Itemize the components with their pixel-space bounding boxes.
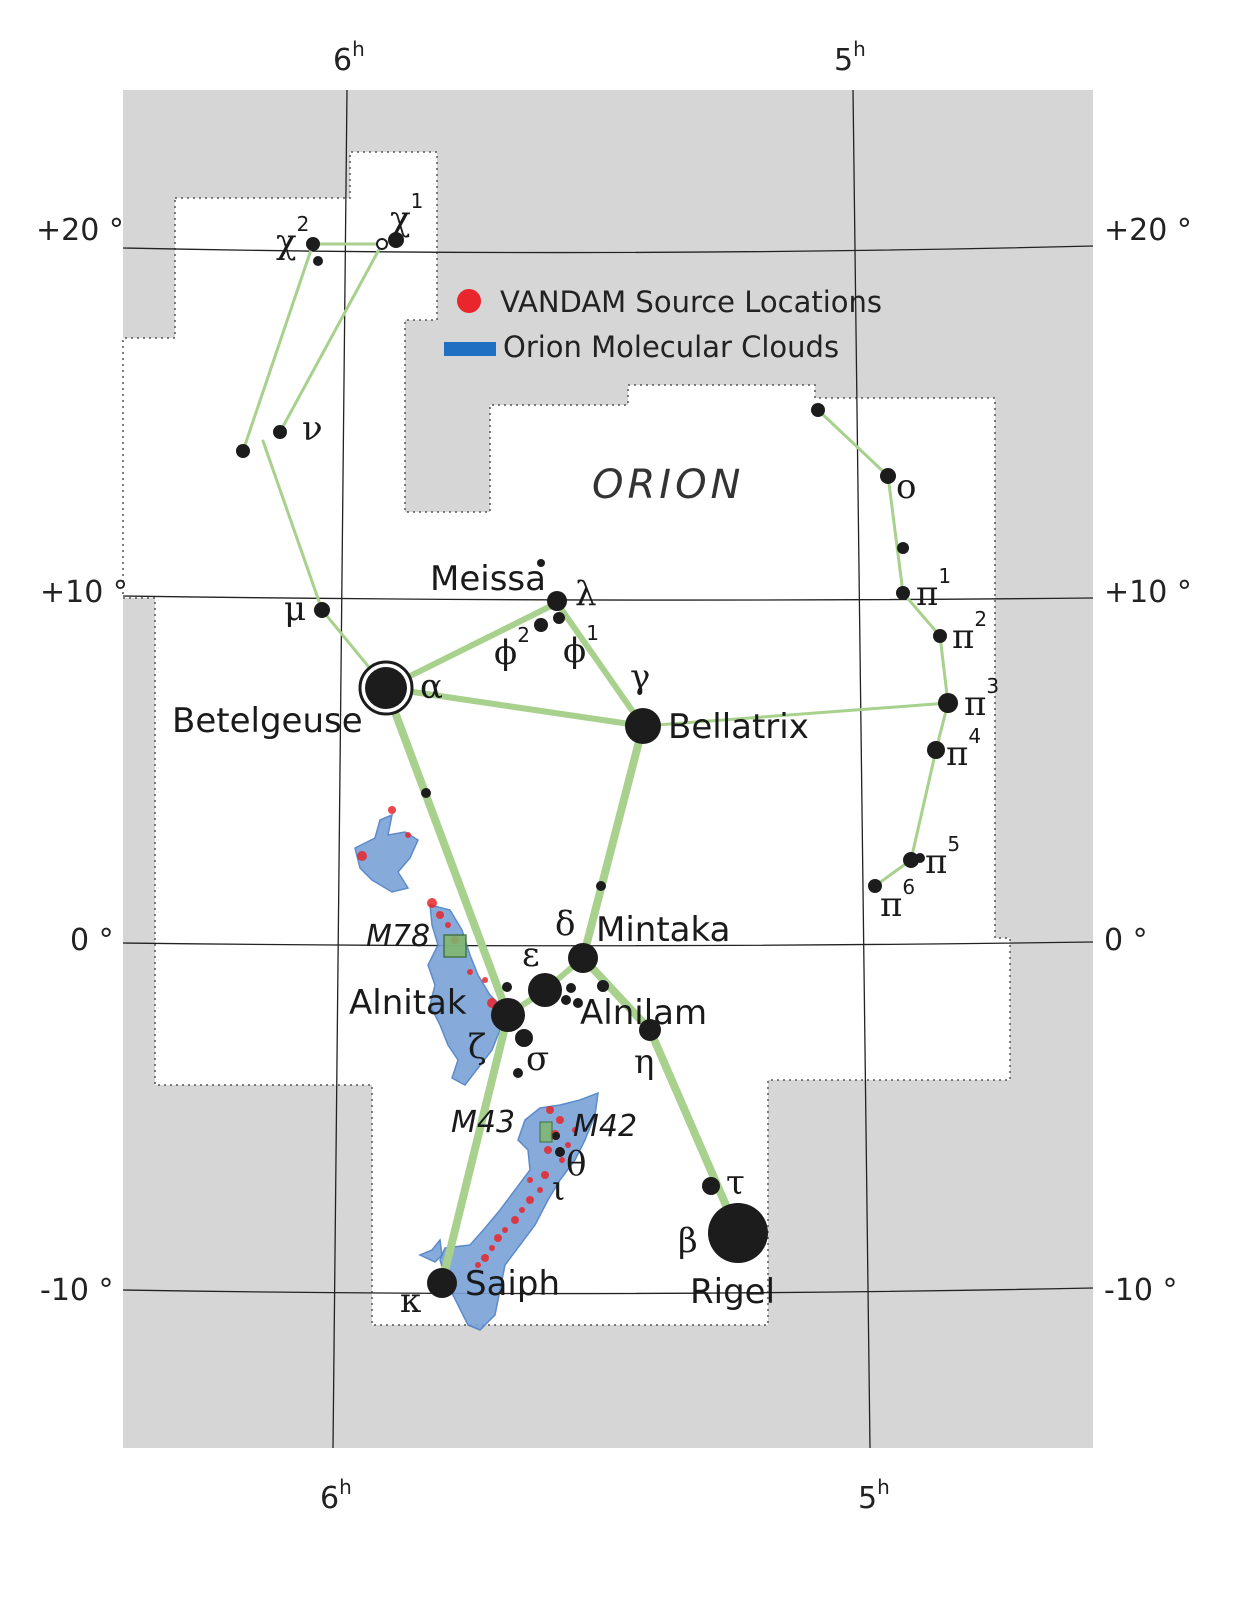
legend: VANDAM Source Locations Orion Molecular … [444, 285, 882, 364]
label-tau: τ [726, 1163, 745, 1203]
cloud-north [354, 813, 419, 893]
label-pi5: π5 [925, 832, 960, 882]
label-phi1: ϕ1 [563, 621, 599, 671]
label-phi2: ϕ2 [494, 623, 530, 673]
label-lambda: λ [575, 574, 597, 614]
label-bellatrix: Bellatrix [668, 707, 809, 747]
legend-sources-label: VANDAM Source Locations [500, 285, 882, 319]
label-pi1: π1 [916, 564, 951, 614]
label-pi6: π6 [880, 875, 915, 925]
label-pi3: π3 [964, 674, 999, 724]
label-meissa: Meissa [430, 559, 546, 599]
label-gamma: γ [630, 657, 650, 697]
label-m78: M78 [366, 919, 430, 954]
label-epsilon: ε [522, 935, 540, 975]
dec-label-left-zero: 0 ° [70, 923, 114, 958]
label-omicron: ο [896, 467, 916, 507]
label-zeta: ζ [468, 1027, 486, 1067]
constellation-name: ORION [592, 462, 744, 508]
label-pi4: π4 [946, 724, 981, 774]
label-kappa: κ [400, 1281, 421, 1321]
label-iota: ι [552, 1169, 565, 1209]
label-nu: ν [302, 409, 323, 449]
label-betelgeuse: Betelgeuse [172, 701, 363, 741]
label-pi2: π2 [952, 607, 987, 657]
label-saiph: Saiph [465, 1264, 560, 1304]
coordinate-grid [122, 89, 1094, 1449]
label-theta: θ [566, 1144, 586, 1184]
stars [236, 232, 958, 1298]
label-beta: β [678, 1221, 698, 1261]
dec-label-right-minus10: -10 ° [1104, 1273, 1178, 1308]
label-mintaka: Mintaka [596, 910, 730, 950]
ra-label-top-left: 6h [333, 37, 365, 78]
label-sigma: σ [526, 1039, 549, 1079]
label-mu: μ [284, 589, 306, 629]
ra-label-bottom-left: 6h [320, 1475, 352, 1516]
dec-label-left-minus10: -10 ° [40, 1273, 114, 1308]
label-chi1: χ1 [390, 189, 423, 239]
label-alnitak: Alnitak [349, 983, 467, 1023]
legend-cloud-marker [444, 342, 496, 356]
ra-label-top-right: 5h [834, 37, 866, 78]
label-rigel: Rigel [690, 1272, 775, 1312]
label-m42: M42 [573, 1109, 637, 1144]
cloud-fragment [418, 1238, 443, 1263]
constellation-boundary [122, 151, 1011, 1326]
dec-label-left-plus20: +20 ° [36, 213, 124, 248]
dec-label-right-zero: 0 ° [1104, 923, 1148, 958]
dec-label-right-plus10: +10 ° [1104, 575, 1192, 610]
legend-source-marker [457, 289, 481, 313]
label-eta: η [634, 1042, 654, 1082]
label-alnilam: Alnilam [580, 993, 707, 1033]
ra-label-bottom-right: 5h [858, 1475, 890, 1516]
label-alpha: α [420, 667, 443, 707]
m43-marker [539, 1121, 553, 1143]
dec-label-left-plus10: +10 ° [40, 575, 128, 610]
m78-marker [443, 934, 467, 958]
legend-clouds-label: Orion Molecular Clouds [503, 330, 839, 364]
label-delta: δ [555, 904, 575, 944]
dec-label-right-plus20: +20 ° [1104, 213, 1192, 248]
label-chi2: χ2 [276, 212, 309, 262]
label-m43: M43 [451, 1105, 515, 1140]
